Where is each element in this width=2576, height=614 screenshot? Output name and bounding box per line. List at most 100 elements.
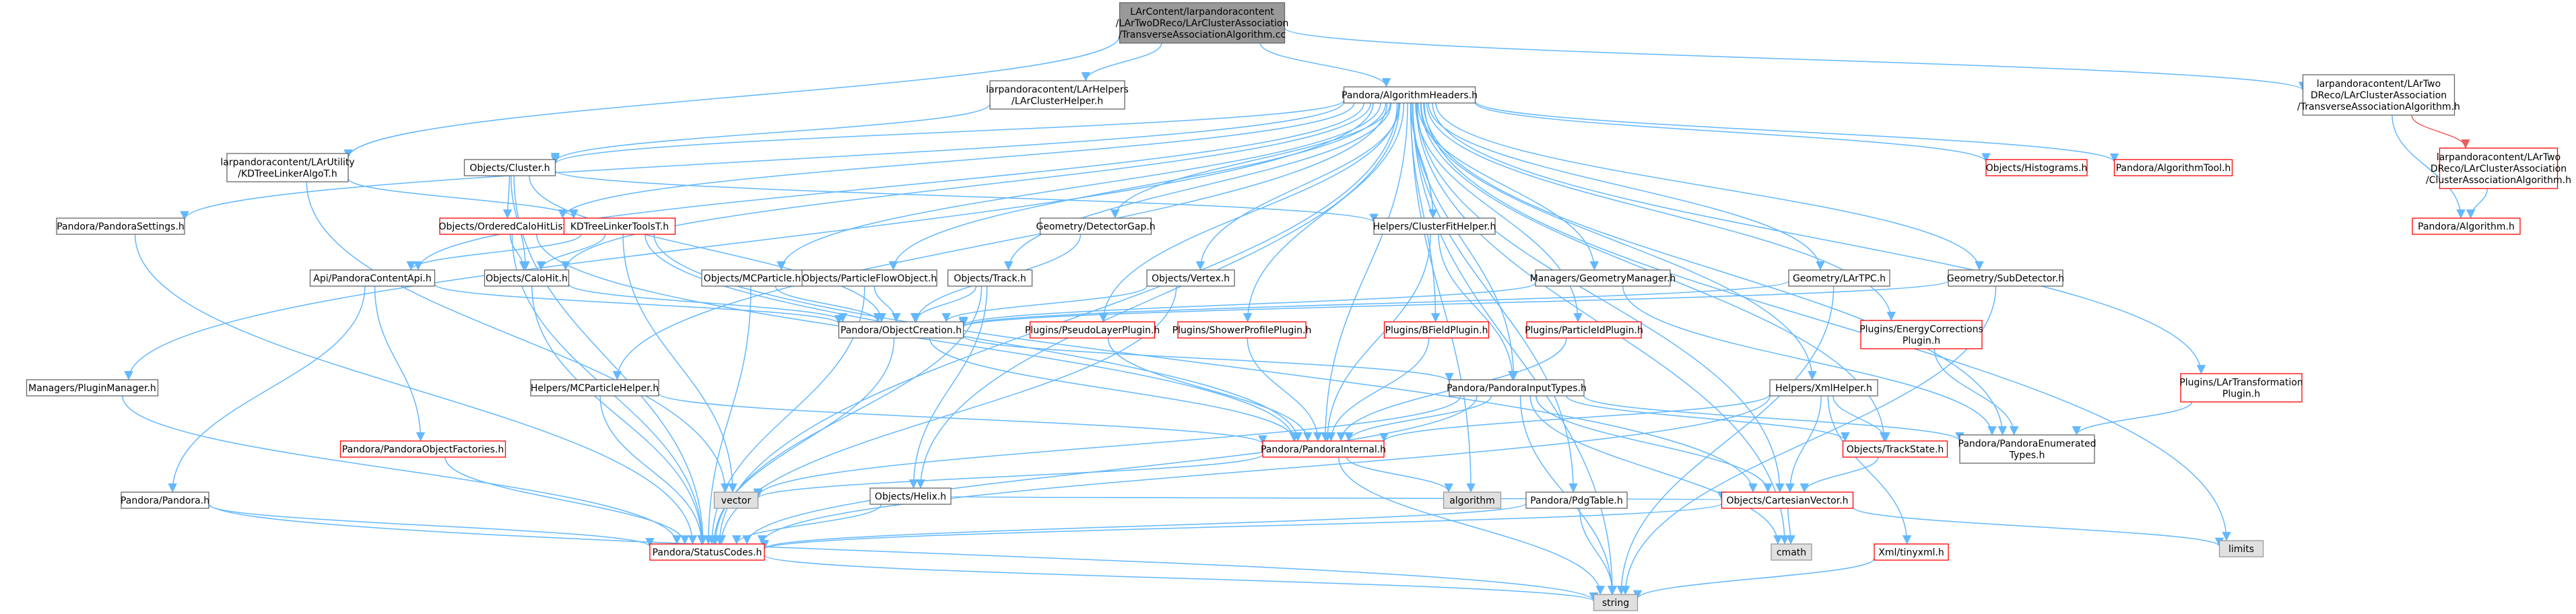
edge-objects_helix-to-objects_cartesian_vector (950, 490, 1723, 501)
edge-algorithm_headers-to-helpers_mcparticle (612, 102, 1388, 380)
edge-algorithm_headers-to-pandora_enumerated_types (1423, 102, 2008, 436)
node-box (838, 321, 964, 339)
node-algorithm: algorithm (1443, 491, 1502, 509)
node-managers-geometry[interactable]: Managers/GeometryManager.h (1530, 269, 1676, 287)
edge-helpers_cluster_fit-to-pandora_internal (1323, 234, 1431, 442)
node-box (2412, 217, 2521, 235)
edge-algorithm_headers-to-ordered_calo_hit_list (558, 102, 1355, 219)
node-geometry-detector-gap[interactable]: Geometry/DetectorGap.h (1036, 217, 1156, 235)
node-label: Objects/Cluster.h (469, 163, 550, 174)
node-objects-track-state[interactable]: Objects/TrackState.h (1842, 440, 1948, 458)
node-algorithm-headers[interactable]: Pandora/AlgorithmHeaders.h (1342, 86, 1478, 104)
edge-plugins_energy_corrections-to-pandora_enumerated_types (1934, 348, 2019, 436)
node-objects-helix[interactable]: Objects/Helix.h (869, 487, 952, 505)
node-pandora-settings[interactable]: Pandora/PandoraSettings.h (56, 217, 185, 235)
edge-algorithm_headers-to-plugins_pseudo_layer (1098, 102, 1399, 322)
edge-pandora_internal-to-vector (754, 454, 1263, 499)
node-lar-cluster-helper[interactable]: larpandoracontent/LArHelpers/LArClusterH… (986, 80, 1129, 110)
node-pandora-input-types[interactable]: Pandora/PandoraInputTypes.h (1447, 379, 1587, 397)
node-box (1874, 543, 1949, 561)
node-label: Objects/MCParticle.h (704, 273, 801, 284)
node-xml-tinyxml[interactable]: Xml/tinyxml.h (1874, 543, 1949, 561)
node-box (1449, 379, 1585, 397)
edge-pandora_internal-to-string (1338, 456, 1605, 595)
node-objects-track[interactable]: Objects/Track.h (947, 269, 1033, 287)
node-objects-pfo[interactable]: Objects/ParticleFlowObject.h (801, 269, 937, 287)
edge-pandora_input_types-to-objects_track_state (1566, 395, 1850, 442)
edge-pandora_input_types-to-pandora_enumerated_types (1583, 395, 1964, 442)
node-label: Plugin.h (1903, 336, 1940, 347)
node-label: Plugins/EnergyCorrections (1859, 325, 1983, 335)
node-plugins-shower-profile[interactable]: Plugins/ShowerProfilePlugin.h (1173, 321, 1312, 339)
node-box (2439, 147, 2558, 189)
node-label: KDTreeLinkerToolsT.h (570, 221, 669, 232)
edge-managers_plugin-to-pandora_status_codes (122, 395, 682, 545)
edge-root-to-kdtree_linker_algo (343, 36, 1121, 159)
node-label: Objects/Helix.h (875, 491, 946, 502)
node-label: Objects/Histograms.h (1986, 163, 2088, 174)
node-objects-mcparticle[interactable]: Objects/MCParticle.h (701, 269, 803, 287)
node-box (1771, 543, 1812, 561)
node-box (1769, 379, 1878, 397)
node-objects-cartesian-vector[interactable]: Objects/CartesianVector.h (1721, 491, 1854, 509)
edge-root-to-lar_cluster_helper (1081, 42, 1162, 81)
node-kdtree-linker-algo[interactable]: larpandoracontent/LArUtility/KDTreeLinke… (220, 153, 355, 182)
node-box (563, 217, 676, 235)
edge-kdtree_linker_algo-to-vector (306, 181, 730, 493)
node-pandora-pdg-table[interactable]: Pandora/PdgTable.h (1525, 491, 1628, 509)
node-box (1383, 321, 1490, 339)
node-label: Managers/GeometryManager.h (1530, 273, 1676, 284)
node-pandora-algorithm-tool[interactable]: Pandora/AlgorithmTool.h (2113, 159, 2233, 176)
node-pandora-algorithm-h[interactable]: Pandora/Algorithm.h (2412, 217, 2521, 235)
node-managers-plugin[interactable]: Managers/PluginManager.h (26, 379, 159, 397)
node-plugins-pseudo-layer[interactable]: Plugins/PseudoLayerPlugin.h (1025, 321, 1160, 339)
node-label: Pandora/PdgTable.h (1530, 496, 1623, 506)
node-box (2218, 540, 2264, 557)
node-box (56, 217, 185, 235)
node-plugins-particle-id[interactable]: Plugins/ParticleIdPlugin.h (1525, 321, 1643, 339)
edge-helpers_xml-to-xml_tinyxml (1827, 395, 1912, 545)
node-box (989, 80, 1125, 110)
edge-algorithm_headers-to-plugins_lar_transformation (1432, 102, 2206, 374)
node-geometry-lartpc[interactable]: Geometry/LArTPC.h (1788, 269, 1890, 287)
node-plugins-bfield[interactable]: Plugins/BFieldPlugin.h (1383, 321, 1490, 339)
edge-cluster_assoc_h-to-pandora_algorithm_h (2466, 188, 2488, 219)
node-box (2180, 373, 2303, 403)
node-label: Pandora/Pandora.h (121, 496, 209, 506)
node-objects-histograms[interactable]: Objects/Histograms.h (1985, 159, 2088, 176)
edge-root-to-transverse_h (1284, 27, 2307, 91)
node-api-pandora-content[interactable]: Api/PandoraContentApi.h (309, 269, 436, 287)
node-kdtree-linker-tools[interactable]: KDTreeLinkerToolsT.h (563, 217, 676, 235)
node-transverse-h[interactable]: larpandoracontent/LArTwoDReco/LArCluster… (2297, 74, 2460, 116)
node-box (701, 269, 803, 287)
node-box (1146, 269, 1235, 287)
node-pandora-object-factories[interactable]: Pandora/PandoraObjectFactories.h (339, 440, 506, 458)
node-objects-vertex[interactable]: Objects/Vertex.h (1146, 269, 1235, 287)
edge-transverse_h-to-pandora_algorithm_h (2391, 114, 2466, 219)
edge-objects_cluster-to-ordered_calo_hit_list (502, 175, 513, 219)
edges-layer (122, 27, 2488, 602)
node-box (1593, 594, 1639, 611)
node-helpers-mcparticle[interactable]: Helpers/MCParticleHelper.h (530, 379, 659, 397)
node-label: string (1602, 598, 1629, 609)
edge-algorithm_headers-to-pandora_input_types (1412, 102, 1519, 380)
node-helpers-xml[interactable]: Helpers/XmlHelper.h (1769, 379, 1878, 397)
node-cluster-assoc-h[interactable]: larpandoracontent/LArTwoDReco/LArCluster… (2426, 147, 2571, 189)
node-geometry-subdetector[interactable]: Geometry/SubDetector.h (1947, 269, 2064, 287)
node-objects-calo-hit[interactable]: Objects/CaloHit.h (484, 269, 570, 287)
node-pandora-pandora[interactable]: Pandora/Pandora.h (121, 491, 209, 509)
node-label: cmath (1777, 547, 1806, 558)
node-pandora-status-codes[interactable]: Pandora/StatusCodes.h (649, 543, 765, 561)
node-pandora-object-creation[interactable]: Pandora/ObjectCreation.h (838, 321, 964, 339)
node-box (1788, 269, 1890, 287)
node-objects-cluster[interactable]: Objects/Cluster.h (463, 159, 556, 176)
edge-helpers_xml-to-pandora_internal (1379, 394, 1771, 442)
node-helpers-cluster-fit[interactable]: Helpers/ClusterFitHelper.h (1373, 217, 1496, 235)
node-label: DReco/LArClusterAssociation (2431, 164, 2567, 174)
node-pandora-internal[interactable]: Pandora/PandoraInternal.h (1261, 440, 1386, 458)
node-ordered-calo-hit-list[interactable]: Objects/OrderedCaloHitList.h (438, 217, 576, 235)
node-label: Objects/OrderedCaloHitList.h (438, 221, 575, 232)
